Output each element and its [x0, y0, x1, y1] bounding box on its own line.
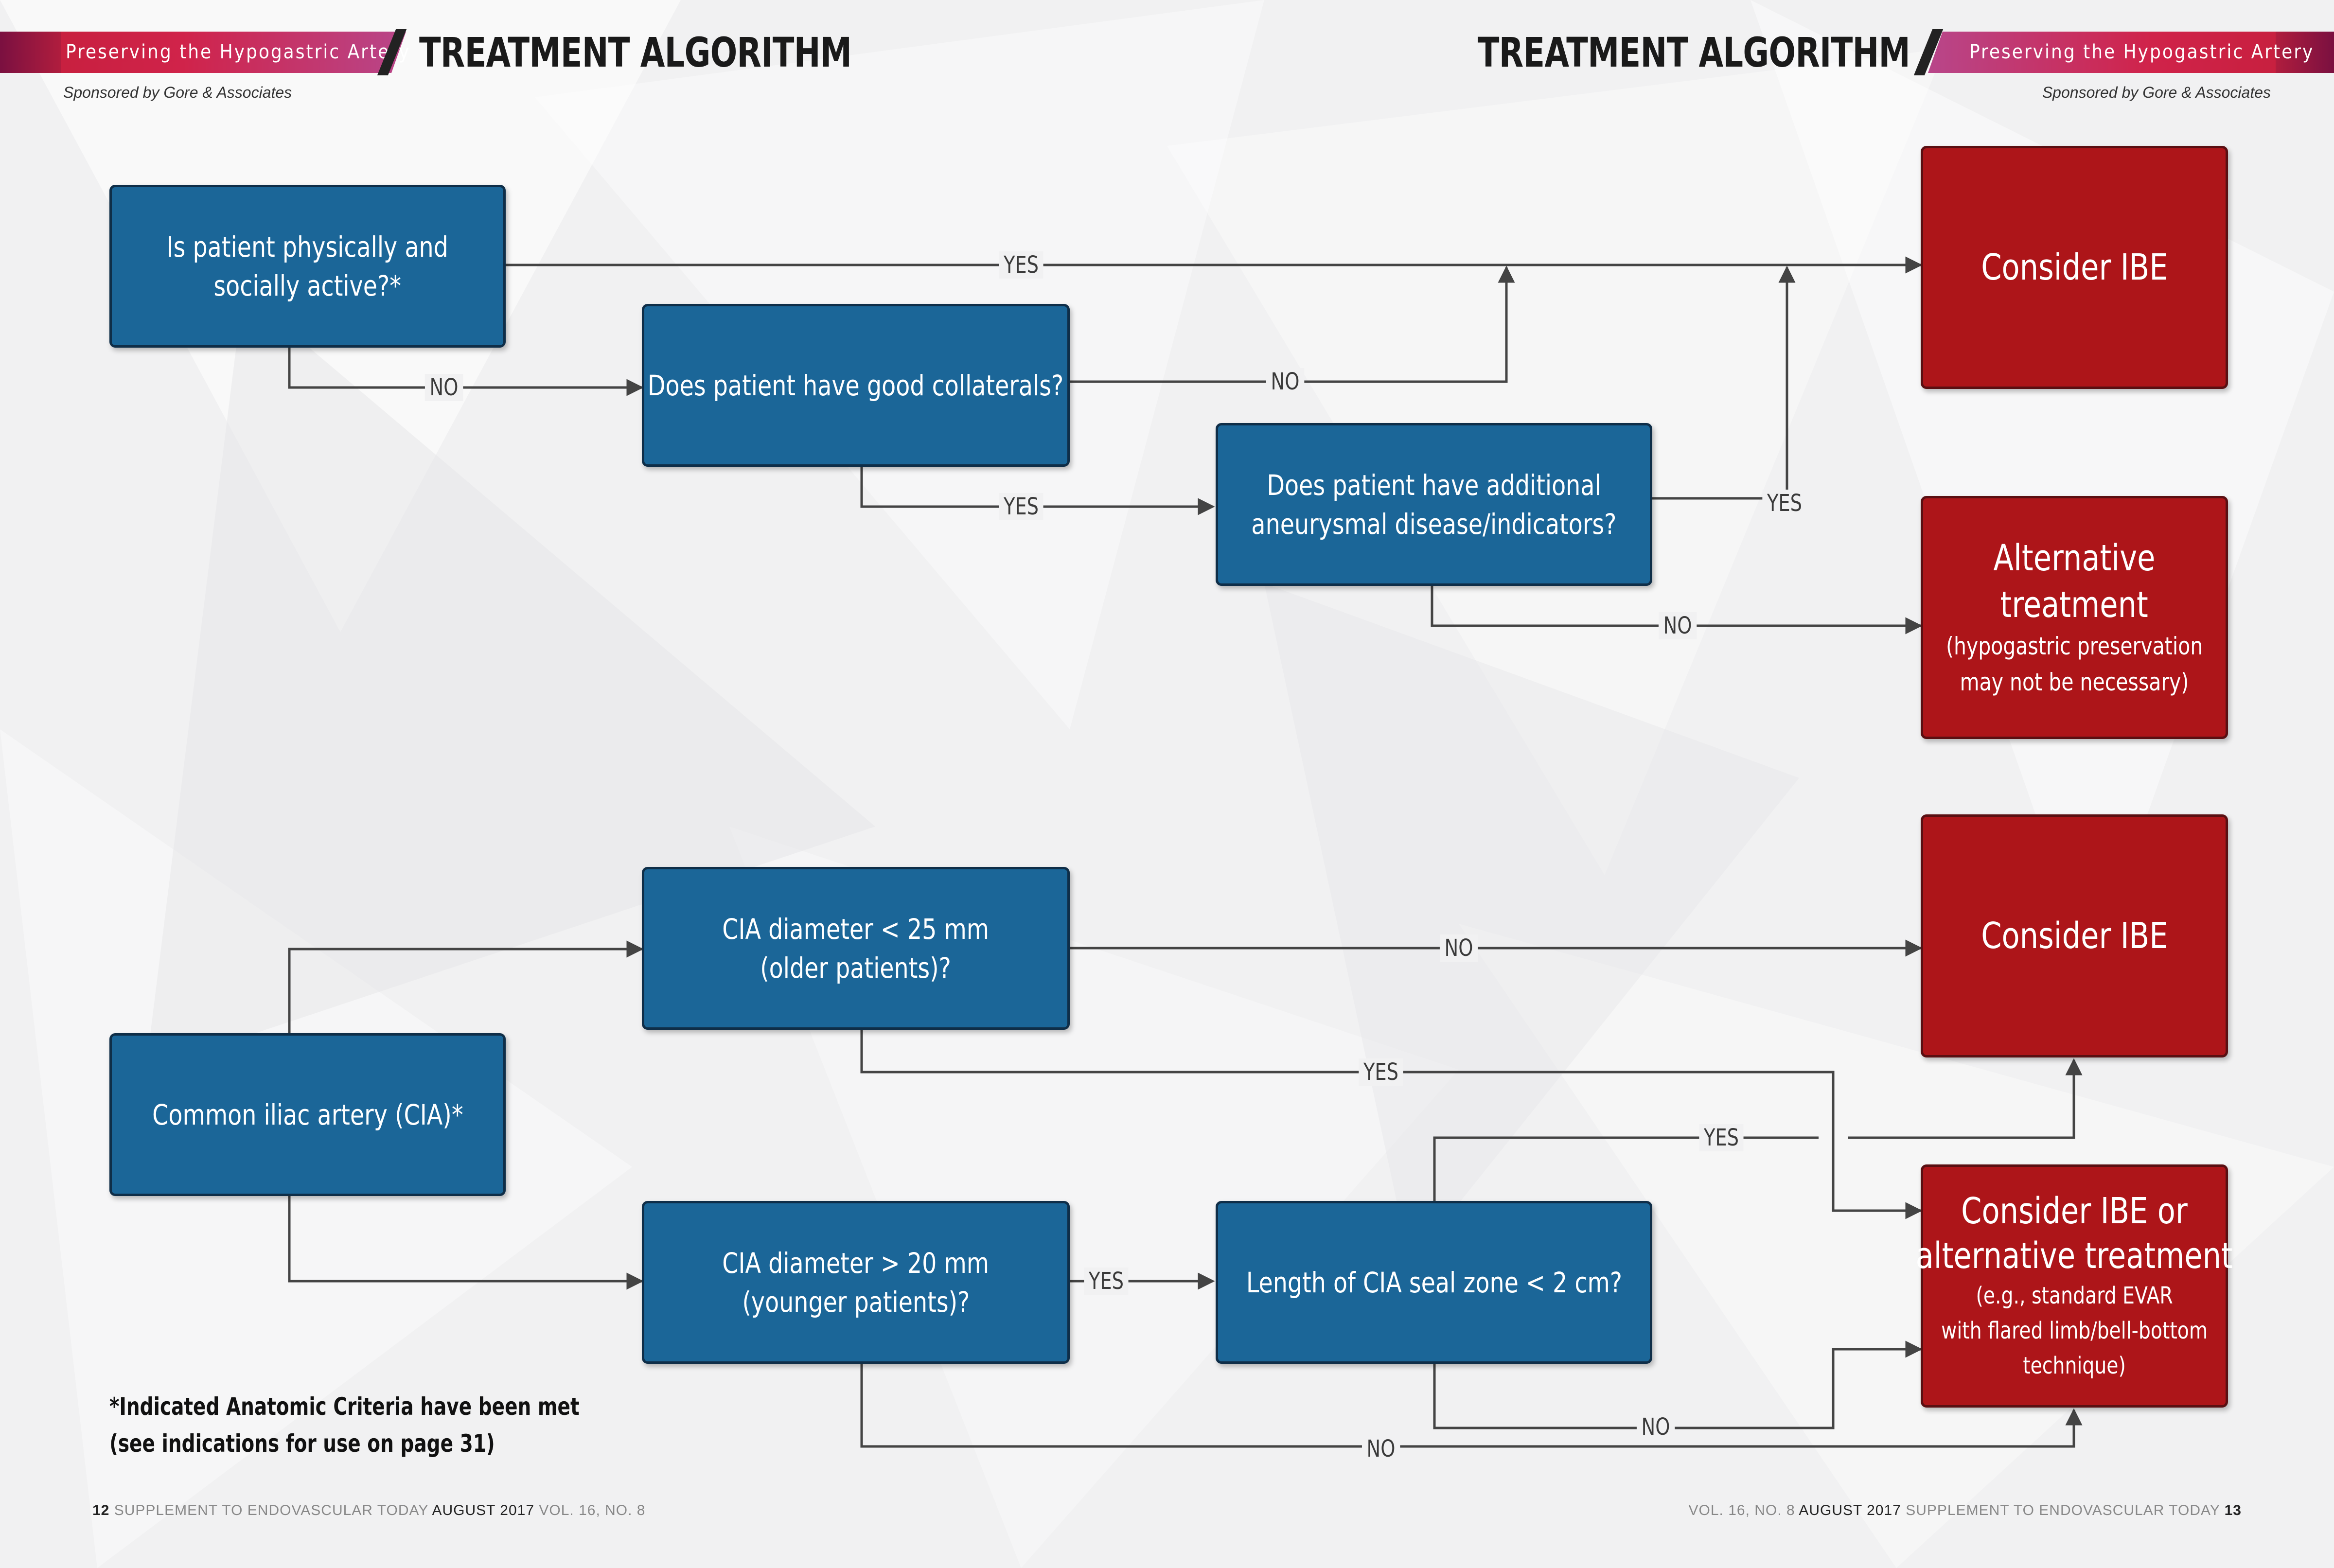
footer-right-date: AUGUST 2017: [1799, 1502, 1901, 1518]
footer-right-pub: SUPPLEMENT TO ENDOVASCULAR TODAY: [1906, 1502, 2220, 1518]
footnote-line2: (see indications for use on page 31): [109, 1429, 495, 1458]
edge-label-collaterals-yes: YES: [999, 493, 1043, 520]
node-common-iliac-artery-text: Common iliac artery (CIA)*: [152, 1098, 463, 1131]
edge-label-gt20-yes: YES: [1084, 1268, 1129, 1295]
edge-label-lt25-yes: YES: [1359, 1058, 1403, 1086]
edge-label-aneurysmal-yes: YES: [1762, 490, 1807, 517]
header-banner-left-accent: [0, 32, 61, 73]
footer-left: 12 SUPPLEMENT TO ENDOVASCULAR TODAY AUGU…: [92, 1502, 645, 1519]
footer-left-page: 12: [92, 1502, 110, 1518]
footer-left-date: AUGUST 2017: [432, 1502, 535, 1518]
question-physically-active-line1: Is patient physically and: [166, 230, 449, 264]
footnote: *Indicated Anatomic Criteria have been m…: [109, 1388, 580, 1462]
sponsor-left: Sponsored by Gore & Associates: [63, 84, 292, 101]
footer-right-page: 13: [2224, 1502, 2242, 1518]
outcome-consider-ibe-or-alternative: Consider IBE or alternative treatment (e…: [1916, 1164, 2233, 1408]
cia-gt20-line1: CIA diameter > 20 mm: [722, 1246, 990, 1280]
cia-lt25-line1: CIA diameter < 25 mm: [722, 912, 990, 946]
question-good-collaterals-text: Does patient have good collaterals?: [648, 369, 1064, 402]
sponsor-right: Sponsored by Gore & Associates: [2042, 84, 2271, 101]
header-banner-right-accent: [2276, 32, 2334, 73]
question-good-collaterals: Does patient have good collaterals?: [642, 304, 1070, 467]
cia-lt25-line2: (older patients)?: [760, 951, 952, 985]
edge-label-aneurysmal-no: NO: [1658, 612, 1697, 639]
alternative-title-line1: Alternative: [1993, 537, 2156, 579]
footer-left-vol: VOL. 16, NO. 8: [539, 1502, 646, 1518]
outcome-consider-ibe-top: Consider IBE: [1921, 146, 2228, 389]
ibe-or-alt-note-line1: (e.g., standard EVAR: [1976, 1282, 2173, 1309]
footer-right-vol: VOL. 16, NO. 8: [1688, 1502, 1795, 1518]
page-title-left: TREATMENT ALGORITHM: [419, 29, 852, 76]
question-aneurysmal-disease: Does patient have additional aneurysmal …: [1216, 423, 1652, 586]
edge-label-lt25-no: NO: [1439, 934, 1478, 962]
ibe-or-alt-note-line3: technique): [2023, 1352, 2126, 1379]
header-banner-right: [1928, 32, 2334, 73]
ibe-or-alt-title-line2: alternative treatment: [1915, 1235, 2233, 1277]
question-aneurysmal-line2: aneurysmal disease/indicators?: [1251, 507, 1617, 541]
outcome-consider-ibe-bottom-text: Consider IBE: [1980, 915, 2168, 957]
ibe-or-alt-title-line1: Consider IBE or: [1961, 1190, 2188, 1232]
footnote-line1: *Indicated Anatomic Criteria have been m…: [109, 1392, 580, 1421]
page-title-right: TREATMENT ALGORITHM: [1477, 29, 1910, 76]
banner-text-right: Preserving the Hypogastric Artery: [1969, 41, 2315, 63]
outcome-consider-ibe-top-text: Consider IBE: [1980, 247, 2168, 288]
question-aneurysmal-line1: Does patient have additional: [1267, 468, 1601, 502]
alternative-title-line2: treatment: [2000, 584, 2149, 626]
alternative-note-line2: may not be necessary): [1960, 668, 2189, 696]
node-common-iliac-artery: Common iliac artery (CIA)*: [109, 1033, 506, 1196]
footer-left-pub: SUPPLEMENT TO ENDOVASCULAR TODAY: [114, 1502, 428, 1518]
edge-label-active-yes: YES: [999, 251, 1043, 279]
edge-label-collaterals-no: NO: [1266, 368, 1305, 395]
ibe-or-alt-note-line2: with flared limb/bell-bottom: [1941, 1317, 2208, 1344]
question-cia-diameter-lt25: CIA diameter < 25 mm (older patients)?: [642, 867, 1070, 1030]
edge-label-gt20-no: NO: [1362, 1435, 1400, 1462]
outcome-consider-ibe-bottom: Consider IBE: [1921, 814, 2228, 1057]
outcome-alternative-treatment: Alternative treatment (hypogastric prese…: [1921, 496, 2228, 739]
header-banner-left: [0, 32, 406, 73]
cia-gt20-line2: (younger patients)?: [742, 1285, 970, 1319]
question-cia-diameter-gt20: CIA diameter > 20 mm (younger patients)?: [642, 1201, 1070, 1364]
footer-right: VOL. 16, NO. 8 AUGUST 2017 SUPPLEMENT TO…: [1689, 1502, 2242, 1519]
question-physically-active-line2: socially active?*: [213, 269, 402, 302]
edge-label-seal-no: NO: [1636, 1413, 1675, 1441]
edge-label-active-no: NO: [424, 374, 463, 401]
banner-text-left: Preserving the Hypogastric Artery: [66, 41, 411, 63]
question-physically-active: Is patient physically and socially activ…: [109, 185, 506, 348]
question-seal-zone-text: Length of CIA seal zone < 2 cm?: [1246, 1266, 1622, 1299]
edge-label-seal-yes: YES: [1699, 1124, 1744, 1151]
question-seal-zone-length: Length of CIA seal zone < 2 cm?: [1216, 1201, 1652, 1364]
alternative-note-line1: (hypogastric preservation: [1945, 632, 2203, 660]
